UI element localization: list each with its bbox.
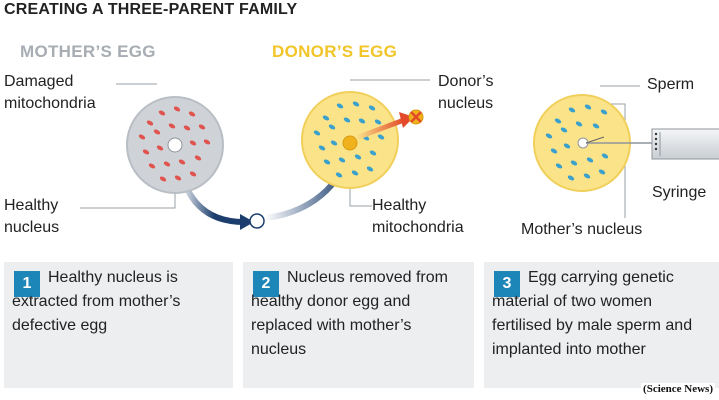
damaged-mitochondria bbox=[138, 106, 211, 182]
discarded-nucleus-icon bbox=[408, 109, 424, 125]
step-description: Egg carrying genetic material of two wom… bbox=[492, 269, 693, 358]
step-description: Nucleus removed from healthy donor egg a… bbox=[251, 269, 448, 358]
label-sperm: Sperm bbox=[647, 76, 695, 93]
healthy-mitochondria bbox=[313, 101, 385, 178]
step-panel-2: 2 Nucleus removed from healthy donor egg… bbox=[243, 262, 474, 388]
label-healthy-nucleus: Healthy nucleus bbox=[4, 197, 60, 236]
healthy-nucleus bbox=[167, 137, 183, 153]
mothers-egg-heading: MOTHER’S EGG bbox=[20, 42, 156, 61]
source-credit: (Science News) bbox=[641, 383, 715, 395]
donor-nucleus bbox=[342, 135, 358, 151]
step-panel-3: 3 Egg carrying genetic material of two w… bbox=[484, 262, 719, 388]
removal-arrow bbox=[355, 117, 405, 141]
transit-nucleus bbox=[249, 213, 265, 229]
syringe-icon bbox=[585, 128, 719, 160]
label-damaged-mitochondria: Damaged mitochondria bbox=[4, 73, 96, 112]
donors-egg-heading: DONOR’S EGG bbox=[272, 42, 398, 61]
step-number-badge: 2 bbox=[253, 271, 279, 297]
label-donors-nucleus: Donor’s nucleus bbox=[438, 73, 494, 112]
arrowhead-1 bbox=[240, 214, 254, 230]
label-syringe: Syringe bbox=[652, 184, 707, 201]
label-healthy-mitochondria: Healthy mitochondria bbox=[372, 197, 464, 236]
step-number-badge: 3 bbox=[494, 271, 520, 297]
page-title: CREATING A THREE-PARENT FAMILY bbox=[4, 1, 298, 18]
step-number-badge: 1 bbox=[14, 271, 40, 297]
donors-egg bbox=[301, 91, 424, 189]
step-description: Healthy nucleus is extracted from mother… bbox=[12, 269, 181, 334]
diagram-illustration bbox=[80, 79, 719, 230]
label-mothers-nucleus: Mother’s nucleus bbox=[521, 221, 643, 238]
mothers-egg bbox=[126, 96, 224, 194]
step-panel-1: 1 Healthy nucleus is extracted from moth… bbox=[4, 262, 233, 388]
